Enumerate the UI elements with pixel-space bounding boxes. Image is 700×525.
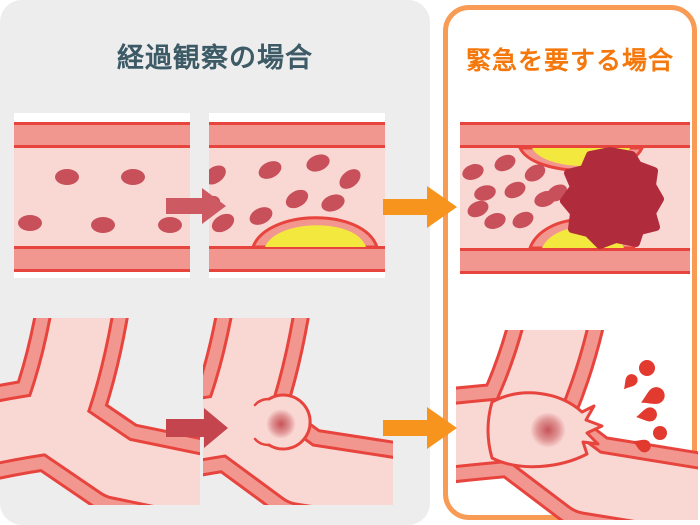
aneurysm-vessel-illustration [203,318,393,505]
plaque-vessel-illustration [209,113,385,278]
progression-arrow-icon [166,408,228,448]
ruptured-aneurysm-sac [486,391,604,469]
emergency-arrow-icon [383,407,457,449]
ruptured-aneurysm-illustration [456,330,698,520]
healthy-vessel-illustration [14,113,190,278]
emergency-panel-title: 緊急を要する場合 [465,47,674,75]
thrombus-clot [560,147,664,249]
branch-vessel-illustration [0,318,200,505]
plaque-vessel-icon [209,122,385,272]
plaque [251,216,379,249]
red-blood-cells [462,154,568,229]
blocked-vessel-illustration [460,122,690,274]
healthy-vessel-icon [14,122,190,272]
observation-panel: 経過観察の場合 [0,0,430,525]
aneurysm-bump [253,393,312,451]
observation-panel-title: 経過観察の場合 [117,43,313,73]
progression-arrow-icon [166,188,226,224]
red-blood-cells [18,169,182,233]
emergency-arrow-icon [383,186,457,228]
red-blood-cells [209,154,361,233]
blood-spray-droplets [623,360,667,453]
